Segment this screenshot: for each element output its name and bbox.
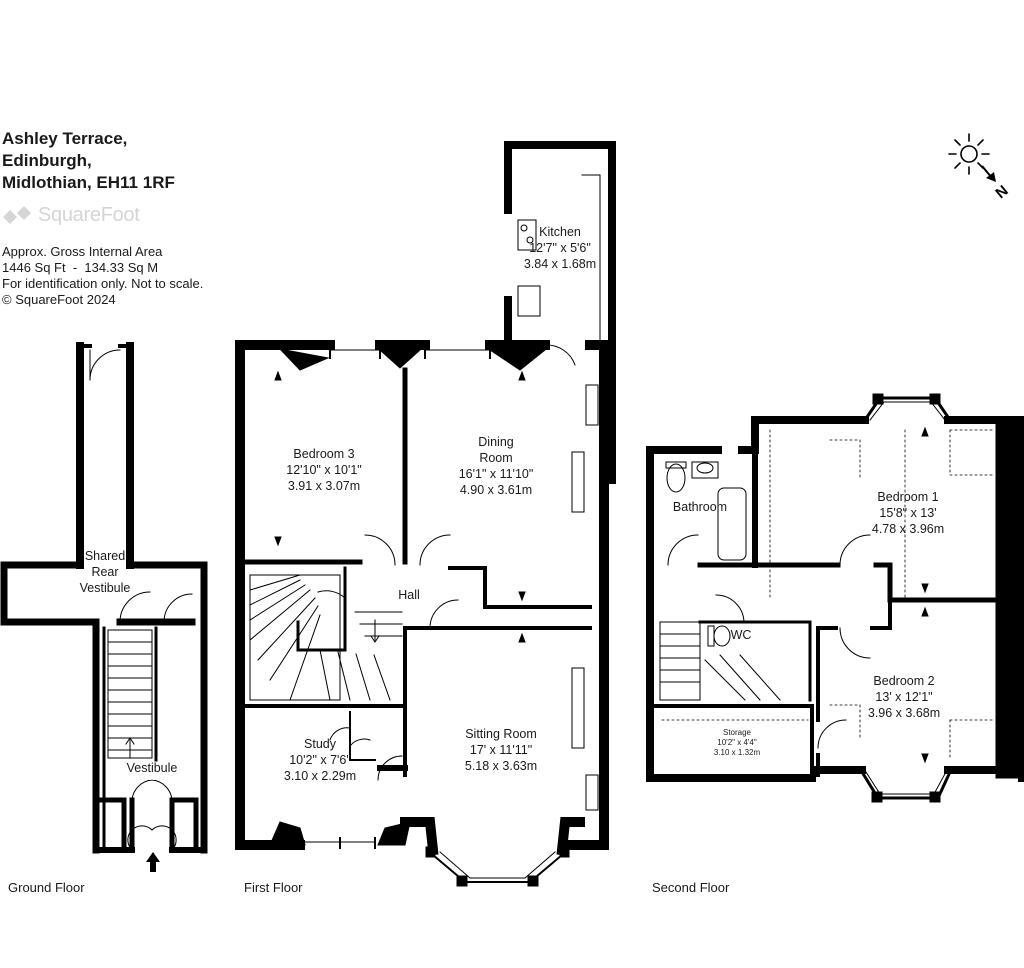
brand-name: SquareFoot — [38, 203, 140, 226]
first-floor-plan — [235, 141, 616, 887]
address-line-1: Ashley Terrace, — [2, 129, 128, 148]
room-hall: Hall — [398, 587, 420, 603]
second-floor-stairs — [659, 621, 781, 701]
room-name: Dining — [478, 435, 514, 449]
floor-label-first: First Floor — [244, 880, 303, 895]
property-address: Ashley Terrace, Edinburgh, Midlothian, E… — [2, 128, 175, 194]
room-name: Bedroom 1 — [877, 490, 939, 504]
area-title: Approx. Gross Internal Area — [2, 244, 163, 259]
squarefoot-logo-icon — [3, 199, 31, 231]
room-imperial: 17' x 11'11" — [469, 743, 533, 757]
room-metric: 4.78 x 3.96m — [871, 522, 945, 536]
room-name: Bedroom 2 — [873, 674, 935, 688]
disclaimer: For identification only. Not to scale. — [2, 276, 204, 291]
room-shared-rear-vestibule: Shared Rear Vestibule — [80, 548, 131, 596]
room-imperial: 15'8" x 13' — [879, 506, 937, 520]
room-name: WC — [730, 628, 752, 642]
room-name: Storage — [722, 728, 752, 737]
room-imperial: 12'7" x 5'6" — [529, 241, 591, 255]
squarefoot-logo: SquareFoot — [2, 196, 140, 234]
entrance-arrow-icon — [146, 852, 160, 872]
room-name: Study — [304, 737, 336, 751]
room-metric: 5.18 x 3.63m — [464, 759, 538, 773]
room-imperial: 12'10" x 10'1" — [286, 463, 362, 477]
room-metric: 4.90 x 3.61m — [459, 483, 533, 497]
room-kitchen: Kitchen 12'7" x 5'6" 3.84 x 1.68m — [524, 224, 596, 272]
room-name: Room — [479, 451, 513, 465]
area-value: 1446 Sq Ft - 134.33 Sq M — [2, 260, 159, 275]
sun-icon: N — [948, 133, 1012, 202]
room-metric: 3.84 x 1.68m — [523, 257, 597, 271]
compass: N — [948, 130, 1018, 207]
room-name: Hall — [398, 588, 420, 602]
first-floor-stairs — [249, 574, 403, 701]
room-name: Vestibule — [126, 761, 178, 775]
room-study: Study 10'2" x 7'6" 3.10 x 2.29m — [284, 736, 356, 784]
room-imperial: 13' x 12'1" — [875, 690, 933, 704]
room-imperial: 10'2" x 7'6" — [289, 753, 351, 767]
ground-floor-plan — [0, 342, 208, 854]
room-bathroom: Bathroom — [673, 499, 727, 515]
room-name-line: Rear — [91, 565, 119, 579]
room-name: Bathroom — [672, 500, 728, 514]
room-vestibule: Vestibule — [127, 760, 178, 776]
room-name: Bedroom 3 — [293, 447, 355, 461]
floor-label-ground: Ground Floor — [8, 880, 85, 895]
room-name: Kitchen — [539, 225, 581, 239]
room-storage: Storage 10'2" x 4'4" 3.10 x 1.32m — [714, 728, 760, 758]
address-line-3: Midlothian, EH11 1RF — [2, 173, 175, 192]
room-name-line: Shared — [84, 549, 126, 563]
room-imperial: 16'1" x 11'10" — [458, 467, 534, 481]
room-metric: 3.10 x 1.32m — [713, 748, 761, 757]
room-metric: 3.10 x 2.29m — [283, 769, 357, 783]
room-bedroom-2: Bedroom 2 13' x 12'1" 3.96 x 3.68m — [868, 673, 940, 721]
room-bedroom-1: Bedroom 1 15'8" x 13' 4.78 x 3.96m — [872, 489, 944, 537]
room-name-line: Vestibule — [79, 581, 131, 595]
room-metric: 3.91 x 3.07m — [287, 479, 361, 493]
room-wc: WC — [731, 627, 752, 643]
second-floor-plan — [646, 393, 1024, 803]
north-label: N — [992, 182, 1011, 202]
room-imperial: 10'2" x 4'4" — [717, 738, 757, 747]
room-bedroom-3: Bedroom 3 12'10" x 10'1" 3.91 x 3.07m — [286, 446, 362, 494]
floor-label-second: Second Floor — [652, 880, 730, 895]
room-name: Sitting Room — [465, 727, 537, 741]
ground-stairs — [107, 629, 153, 759]
area-info: Approx. Gross Internal Area 1446 Sq Ft -… — [2, 244, 203, 308]
room-sitting: Sitting Room 17' x 11'11" 5.18 x 3.63m — [465, 726, 537, 774]
room-dining: Dining Room 16'1" x 11'10" 4.90 x 3.61m — [459, 434, 534, 498]
address-line-2: Edinburgh, — [2, 151, 92, 170]
copyright: © SquareFoot 2024 — [2, 292, 116, 307]
room-metric: 3.96 x 3.68m — [867, 706, 941, 720]
